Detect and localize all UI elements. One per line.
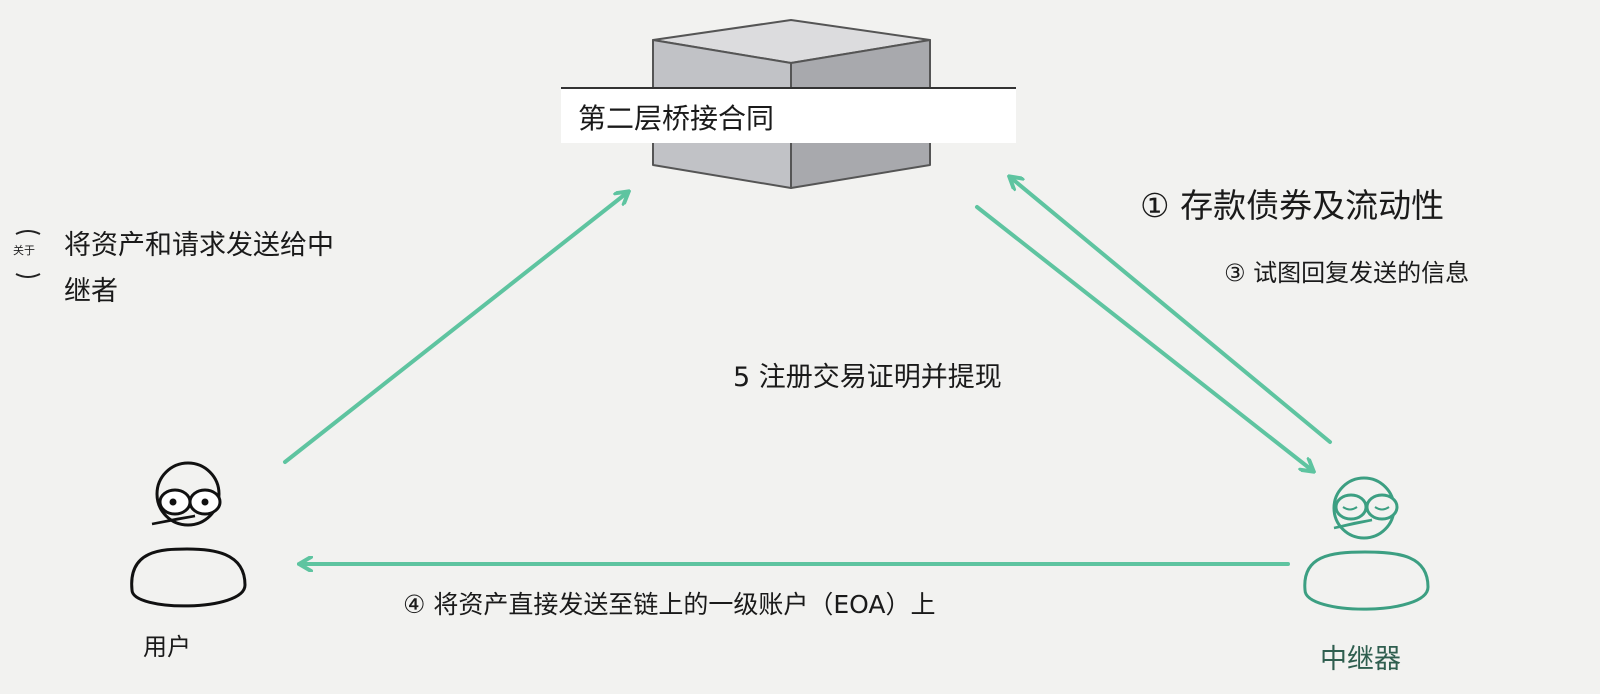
step-send-to-relayer-line1: 将资产和请求发送给中 (64, 230, 334, 261)
arrow-relayer-to-contract (1010, 177, 1332, 444)
arrow-contract-to-relayer (975, 205, 1313, 471)
arrow-user-to-contract (283, 192, 628, 464)
step-deposit-label: ① 存款债券及流动性 (1140, 186, 1445, 225)
user-avatar-icon (130, 461, 247, 608)
relayer-avatar-icon (1303, 476, 1430, 611)
contract-label: 第二层桥接合同 (578, 102, 775, 135)
step-send-direct-label: ④ 将资产直接发送至链上的一级账户（EOA）上 (403, 590, 936, 619)
step-reply-label: ③ 试图回复发送的信息 (1224, 259, 1470, 287)
bracket-icon (15, 230, 41, 278)
about-badge-label: 关于 (13, 244, 35, 257)
user-label: 用户 (143, 633, 191, 661)
contract-banner: 第二层桥接合同 (561, 87, 1016, 143)
step-register-label: 5 注册交易证明并提现 (733, 362, 1002, 393)
relayer-label: 中继器 (1320, 644, 1401, 675)
about-badge[interactable]: 关于 (8, 228, 48, 280)
step-send-to-relayer-line2: 继者 (64, 276, 118, 307)
